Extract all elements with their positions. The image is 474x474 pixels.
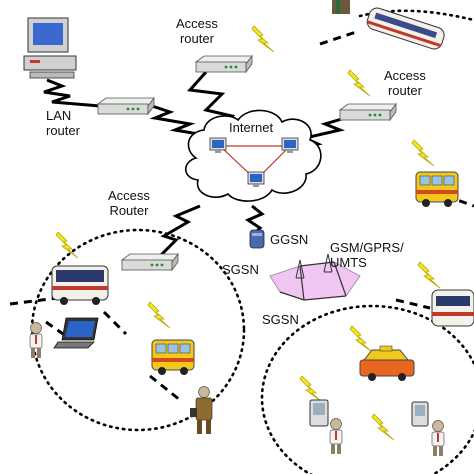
person-icon — [190, 386, 213, 434]
access-router-left-icon — [121, 253, 179, 271]
coverage-area-right — [260, 304, 474, 474]
bus-icon — [151, 339, 195, 376]
person-icon — [329, 417, 343, 455]
lightning-bolt-icon — [347, 69, 371, 97]
laptop-icon — [53, 317, 99, 349]
lightning-bolt-icon — [299, 375, 323, 403]
access-router-left-label: Access Router — [108, 188, 150, 218]
wireless-links — [9, 30, 474, 402]
person-icon — [431, 419, 445, 457]
wired-links — [43, 71, 346, 258]
access-router-top-icon — [195, 55, 253, 73]
gprs-network — [269, 253, 361, 301]
lightning-bolt-icon — [349, 325, 373, 353]
person-icon — [332, 0, 350, 14]
lan-router-label: LAN router — [46, 108, 80, 138]
access-router-right-label: Access router — [384, 68, 426, 98]
gsm-gprs-umts-label: GSM/GPRS/ UMTS — [330, 240, 404, 270]
link-access-router-left-to-internet — [158, 204, 201, 258]
lightning-bolt-icon — [147, 301, 171, 329]
train-icon — [431, 289, 474, 327]
sgsn-bottom-label: SGSN — [262, 312, 299, 327]
train-icon — [366, 7, 445, 50]
lan-router-icon — [97, 97, 155, 115]
taxi-icon — [359, 345, 415, 381]
cell-tower-icon — [295, 253, 333, 279]
coverage-area-left — [30, 228, 246, 432]
internet-label: Internet — [229, 120, 274, 135]
lightning-bolt-icon — [411, 139, 435, 167]
lightning-bolt-icon — [55, 231, 79, 259]
gsn-node-icon — [249, 229, 265, 249]
link-lan-router-to-internet — [149, 104, 211, 138]
desktop-computer-icon — [23, 17, 77, 79]
link-pc-to-lan-router — [43, 78, 101, 108]
ggsn-label: GGSN — [270, 232, 309, 247]
pda-icon — [411, 401, 429, 427]
bus-icon — [51, 265, 109, 305]
access-router-right-icon — [339, 103, 397, 121]
sgsn-left-label: SGSN — [222, 262, 259, 277]
internet-cloud — [184, 109, 322, 202]
access-router-top-label: Access router — [176, 16, 218, 46]
lightning-bolt-icon — [417, 261, 441, 289]
link-internet-to-ggsn — [244, 204, 265, 234]
lightning-bolt-icon — [371, 413, 395, 441]
pda-icon — [309, 399, 329, 427]
bus-icon — [415, 171, 459, 208]
lightning-bolt-icon — [251, 25, 275, 53]
